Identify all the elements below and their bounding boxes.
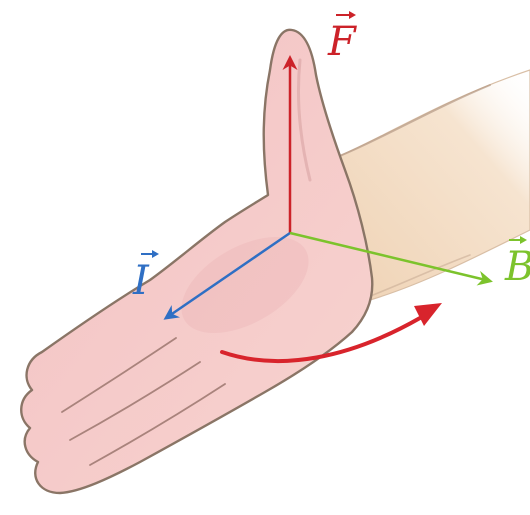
current-label-text: I <box>132 258 150 304</box>
hand-shape <box>21 30 372 493</box>
field-label-arrow-head <box>520 236 527 244</box>
force-label-text: F <box>327 19 357 65</box>
field-label: B <box>504 236 530 290</box>
force-label-arrow-head <box>349 11 356 19</box>
right-hand-illustration <box>21 30 372 493</box>
rotation-arrow-head <box>414 303 442 326</box>
current-label-arrow-head <box>152 250 159 258</box>
force-label: F <box>327 11 357 65</box>
field-label-text: B <box>504 244 530 290</box>
